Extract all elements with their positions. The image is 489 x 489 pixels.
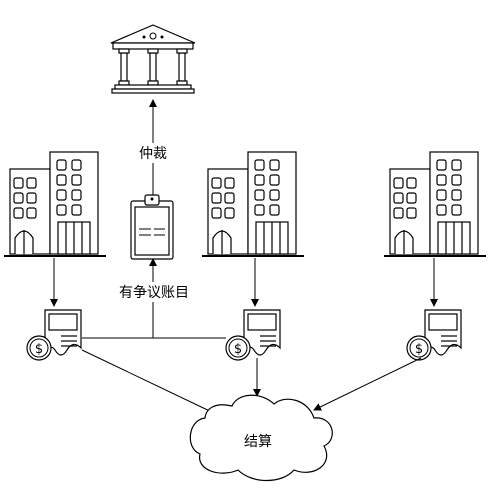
arbitration-label-bg [132, 143, 172, 163]
office-building-icon [201, 151, 305, 257]
cloud-icon [189, 394, 333, 481]
invoice-icon [225, 309, 281, 361]
arrow-invoice-3-to-cloud [313, 357, 422, 411]
disputed-account-label-bg [112, 282, 196, 302]
arrow-invoice-1-to-cloud [81, 349, 219, 416]
disputed-account-label: 有争议账目 [119, 285, 189, 301]
arbitration-label: 仲裁 [139, 146, 167, 162]
invoice-icon [406, 309, 462, 361]
clipboard-icon [130, 194, 174, 260]
bank-icon [110, 24, 196, 94]
office-building-icon [383, 151, 487, 257]
invoice-icon [26, 309, 82, 361]
office-building-icon [3, 151, 107, 257]
settlement-label: 结算 [244, 434, 272, 450]
